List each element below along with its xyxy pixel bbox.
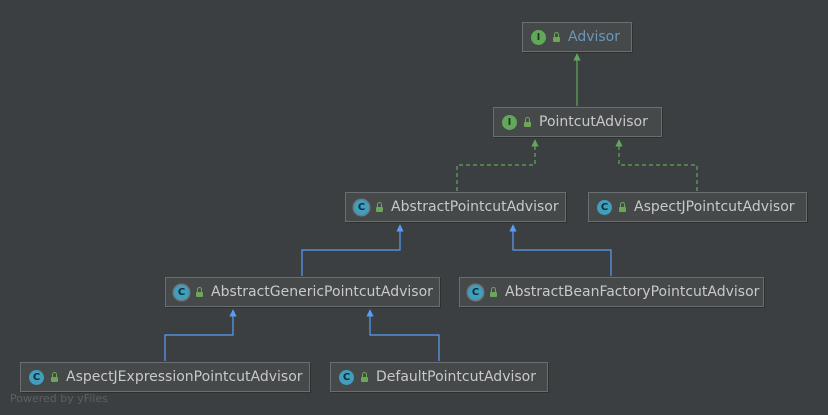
- node-label: AbstractPointcutAdvisor: [391, 199, 559, 215]
- interface-icon: I: [531, 29, 546, 45]
- edge-abstractgeneric-to-abstractpointcutadvisor: [301, 224, 404, 276]
- powered-by-footer: Powered by yFiles: [10, 392, 108, 405]
- node-aspectj-pointcut-advisor[interactable]: C AspectJPointcutAdvisor: [588, 192, 807, 222]
- lock-icon: [195, 287, 204, 297]
- node-label: AbstractBeanFactoryPointcutAdvisor: [505, 284, 760, 300]
- node-label: AspectJExpressionPointcutAdvisor: [66, 369, 303, 385]
- abstract-class-icon: C: [174, 284, 189, 300]
- node-abstract-pointcut-advisor[interactable]: C AbstractPointcutAdvisor: [345, 192, 566, 222]
- node-default-pointcut-advisor[interactable]: C DefaultPointcutAdvisor: [330, 362, 548, 392]
- edge-aspectjexpression-to-abstractgeneric: [164, 309, 237, 361]
- node-label: Advisor: [568, 29, 621, 45]
- class-icon: C: [597, 199, 612, 215]
- class-icon: C: [29, 369, 44, 385]
- node-label: PointcutAdvisor: [539, 114, 648, 130]
- class-icon: C: [339, 369, 354, 385]
- edge-abstractpointcutadvisor-to-pointcutadvisor: [456, 139, 539, 191]
- lock-icon: [523, 117, 532, 127]
- node-pointcut-advisor[interactable]: I PointcutAdvisor: [493, 107, 662, 137]
- node-advisor[interactable]: I Advisor: [522, 22, 632, 52]
- node-abstract-generic-pointcut-advisor[interactable]: C AbstractGenericPointcutAdvisor: [165, 277, 440, 307]
- node-label: AbstractGenericPointcutAdvisor: [211, 284, 433, 300]
- edge-aspectjpointcutadvisor-to-pointcutadvisor: [615, 139, 698, 191]
- node-label: DefaultPointcutAdvisor: [376, 369, 536, 385]
- node-label: AspectJPointcutAdvisor: [634, 199, 795, 215]
- interface-icon: I: [502, 114, 517, 130]
- lock-icon: [375, 202, 384, 212]
- abstract-class-icon: C: [468, 284, 483, 300]
- lock-icon: [552, 32, 561, 42]
- lock-icon: [360, 372, 369, 382]
- edge-abstractbeanfactory-to-abstractpointcutadvisor: [509, 224, 612, 276]
- lock-icon: [618, 202, 627, 212]
- lock-icon: [50, 372, 59, 382]
- lock-icon: [489, 287, 498, 297]
- node-aspectj-expression-pointcut-advisor[interactable]: C AspectJExpressionPointcutAdvisor: [20, 362, 310, 392]
- edge-defaultpointcutadvisor-to-abstractgeneric: [366, 309, 440, 361]
- abstract-class-icon: C: [354, 199, 369, 215]
- node-abstract-bean-factory-pointcut-advisor[interactable]: C AbstractBeanFactoryPointcutAdvisor: [459, 277, 764, 307]
